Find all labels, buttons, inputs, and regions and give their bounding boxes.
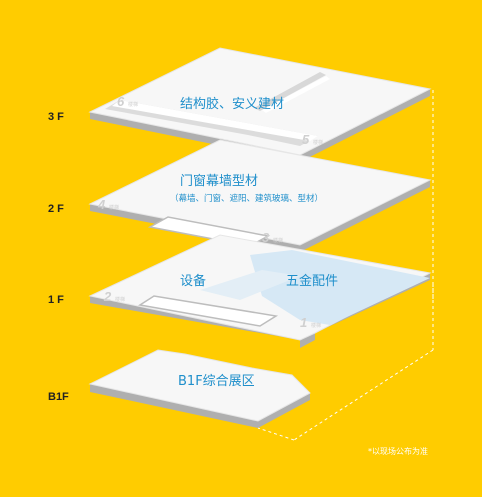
stair-1-number: 1 [300, 315, 307, 330]
dashed-guides [257, 90, 434, 441]
zone-3f-label: 结构胶、安义建材 [180, 96, 284, 112]
floor-label-b1f: B1F [48, 391, 69, 403]
floor-label-2f: 2 F [48, 203, 64, 215]
zone-b1f-label: B1F综合展区 [178, 374, 255, 389]
floor-3f-slab: 6 楼梯 5 楼梯 结构胶、安义建材 [88, 47, 432, 162]
footnote: *以现场公布为准 [368, 446, 428, 456]
zone-1f-hardware: 五金配件 [286, 273, 338, 289]
zone-2f-detail: （幕墙、门窗、遮阳、建筑玻璃、型材） [170, 193, 323, 204]
floor-b1f-slab: B1F综合展区 [88, 349, 311, 428]
floor-1f-slab: 2 楼梯 1 楼梯 设备 五金配件 [88, 234, 432, 348]
stair-5-mark: 楼梯 [313, 139, 323, 146]
stair-3-number: 3 [262, 230, 270, 245]
floor-label-1f: 1 F [48, 294, 64, 306]
floor-2f-slab: 4 楼梯 3 楼梯 门窗幕墙型材 （幕墙、门窗、遮阳、建筑玻璃、型材） [88, 139, 432, 252]
stair-5-number: 5 [302, 132, 310, 147]
stair-6-mark: 楼梯 [128, 101, 138, 108]
zone-2f-label: 门窗幕墙型材 [180, 173, 258, 189]
floor-label-3f: 3 F [48, 111, 64, 123]
zone-1f-equipment: 设备 [180, 273, 206, 289]
stair-3-mark: 楼梯 [273, 237, 283, 244]
stair-1-mark: 楼梯 [311, 322, 321, 329]
stair-4-number: 4 [97, 197, 106, 212]
stair-4-mark: 楼梯 [109, 204, 119, 211]
stair-6-number: 6 [117, 94, 125, 109]
stair-2-number: 2 [103, 289, 112, 304]
stair-2-mark: 楼梯 [115, 296, 125, 303]
